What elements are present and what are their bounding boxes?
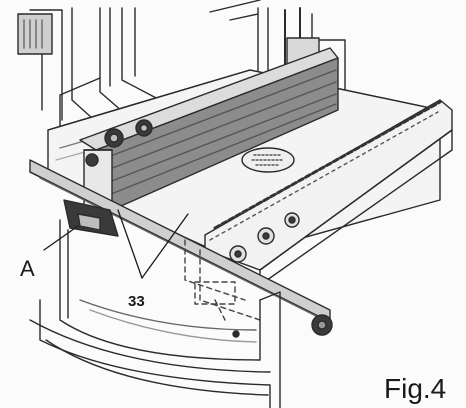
callout-33-label: 33: [128, 293, 145, 310]
machine-frame: [17, 7, 161, 151]
callout-a-label: A: [20, 256, 35, 281]
figure-caption: Fig.4: [384, 373, 446, 404]
adjuster-knobs: [229, 212, 300, 263]
machine-base: [29, 219, 281, 408]
leader-lines: [43, 209, 189, 279]
hidden-parts: [184, 239, 261, 321]
fence-knobs: [85, 119, 153, 167]
